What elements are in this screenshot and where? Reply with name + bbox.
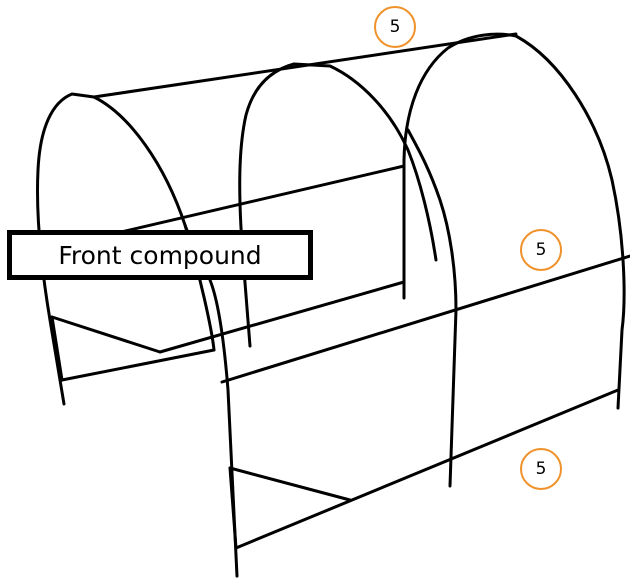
callout-top: 5 [374,6,416,48]
brace-left-bottom [50,315,64,382]
callout-circle [520,448,562,490]
callout-circle [520,229,562,271]
side-bar-mid-back [158,280,406,354]
arch-back-middle [238,62,438,348]
arch-back-right [402,32,626,410]
side-bar-low-front [234,388,620,550]
front-compound-label: Front compound [7,230,313,280]
brace-left-top [50,315,162,354]
callout-number: 5 [390,17,401,37]
side-bar-mid-front [220,254,630,384]
brace-right-bottom [228,466,238,550]
side-bar-low-left [60,348,216,382]
arch-front-right-leg [406,128,458,488]
callout-number: 5 [536,240,547,260]
brace-right-top [228,466,352,502]
ridge-bar [92,32,518,99]
callout-bottom: 5 [520,448,562,490]
front-compound-label-text: Front compound [58,240,262,270]
frame-structure [36,32,630,578]
callout-number: 5 [536,459,547,479]
callout-circle [374,6,416,48]
callout-middle: 5 [520,229,562,271]
